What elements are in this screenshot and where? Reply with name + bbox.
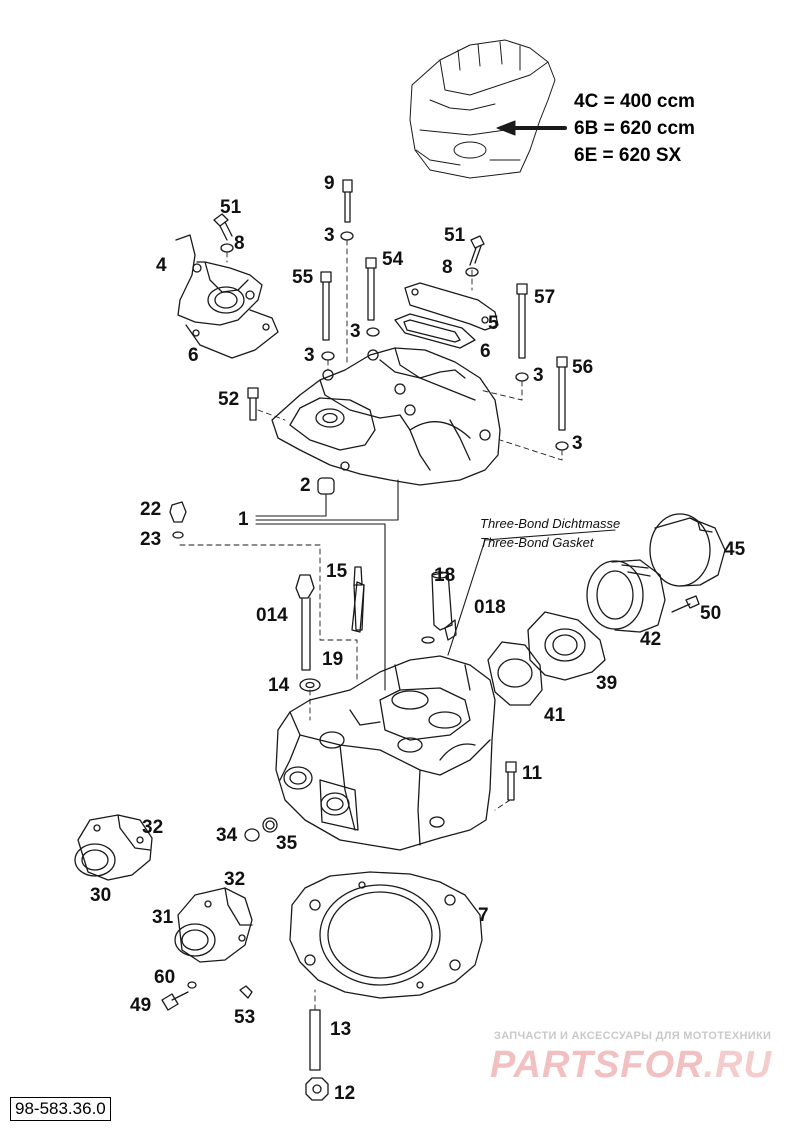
callout-3: 3	[350, 321, 361, 342]
callout-15: 15	[326, 561, 348, 582]
callout-49: 49	[130, 995, 152, 1016]
callout-018: 018	[474, 597, 506, 618]
callout-51: 51	[444, 225, 466, 246]
callout-3: 3	[304, 345, 315, 366]
callout-30: 30	[90, 885, 112, 906]
callout-32: 32	[142, 817, 164, 838]
sealant-note-en: Three-Bond Gasket	[480, 535, 594, 550]
callout-23: 23	[140, 529, 162, 550]
sealant-note-de: Three-Bond Dichtmasse	[480, 516, 621, 531]
cover-plate	[394, 282, 499, 349]
variant-4c: 4C = 400 ccm	[574, 91, 695, 112]
callout-31: 31	[152, 907, 174, 928]
callout-45: 45	[724, 539, 746, 560]
callout-1: 1	[238, 509, 249, 530]
manifold-31	[174, 887, 253, 963]
bolts	[161, 179, 700, 1101]
callout-51: 51	[220, 197, 242, 218]
callout-39: 39	[596, 673, 618, 694]
callout-42: 42	[640, 629, 662, 650]
callout-5: 5	[488, 313, 499, 334]
callout-55: 55	[292, 267, 314, 288]
valve-cover	[271, 347, 501, 486]
breather-cover	[175, 234, 279, 359]
callout-54: 54	[382, 249, 404, 270]
engine-variant-legend: 4C = 400 ccm 6B = 620 ccm 6E = 620 SX	[574, 88, 695, 169]
callout-56: 56	[572, 357, 594, 378]
callout-53: 53	[234, 1007, 256, 1028]
callout-60: 60	[154, 967, 176, 988]
callout-13: 13	[330, 1019, 352, 1040]
callout-8: 8	[234, 233, 245, 254]
callout-6: 6	[188, 345, 199, 366]
watermark-logo: PARTSFOR.RU	[490, 1044, 772, 1087]
callout-18: 18	[434, 565, 456, 586]
watermark-logo-text: PARTSFOR	[490, 1044, 704, 1086]
callout-35: 35	[276, 833, 298, 854]
hose-clamp-45	[649, 513, 726, 587]
callout-34: 34	[216, 825, 238, 846]
callout-014: 014	[256, 605, 288, 626]
flange-39	[527, 611, 606, 681]
variant-6b: 6B = 620 ccm	[574, 118, 695, 139]
cylinder-head	[275, 655, 496, 851]
cap-part-2	[317, 477, 335, 495]
callout-9: 9	[324, 173, 335, 194]
callout-6: 6	[480, 341, 491, 362]
leader-lines	[255, 479, 616, 691]
gasket-41	[487, 641, 543, 706]
callout-7: 7	[478, 905, 489, 926]
callout-3: 3	[572, 433, 583, 454]
callout-19: 19	[322, 649, 344, 670]
callout-8: 8	[442, 257, 453, 278]
callout-52: 52	[218, 389, 240, 410]
callout-50: 50	[700, 603, 722, 624]
callout-11: 11	[522, 763, 543, 784]
callout-2: 2	[300, 475, 311, 496]
variant-6e: 6E = 620 SX	[574, 145, 682, 166]
callout-41: 41	[544, 705, 566, 726]
drawing-number: 98-583.36.0	[10, 1097, 111, 1121]
callout-3: 3	[324, 225, 335, 246]
callout-57: 57	[534, 287, 556, 308]
watermark-logo-suffix: .RU	[703, 1044, 772, 1086]
callout-14: 14	[268, 675, 290, 696]
head-gasket	[289, 871, 483, 999]
assembly-lines	[179, 239, 563, 1011]
callout-32: 32	[224, 869, 246, 890]
callout-12: 12	[334, 1083, 356, 1104]
intake-boot-42	[586, 559, 666, 633]
callout-22: 22	[140, 499, 162, 520]
callout-4: 4	[156, 255, 167, 276]
watermark-tagline: ЗАПЧАСТИ И АКСЕССУАРЫ ДЛЯ МОТОТЕХНИКИ	[494, 1030, 772, 1042]
callout-3: 3	[533, 365, 544, 386]
engine-thumbnail	[409, 39, 556, 179]
manifold-30	[74, 814, 153, 881]
